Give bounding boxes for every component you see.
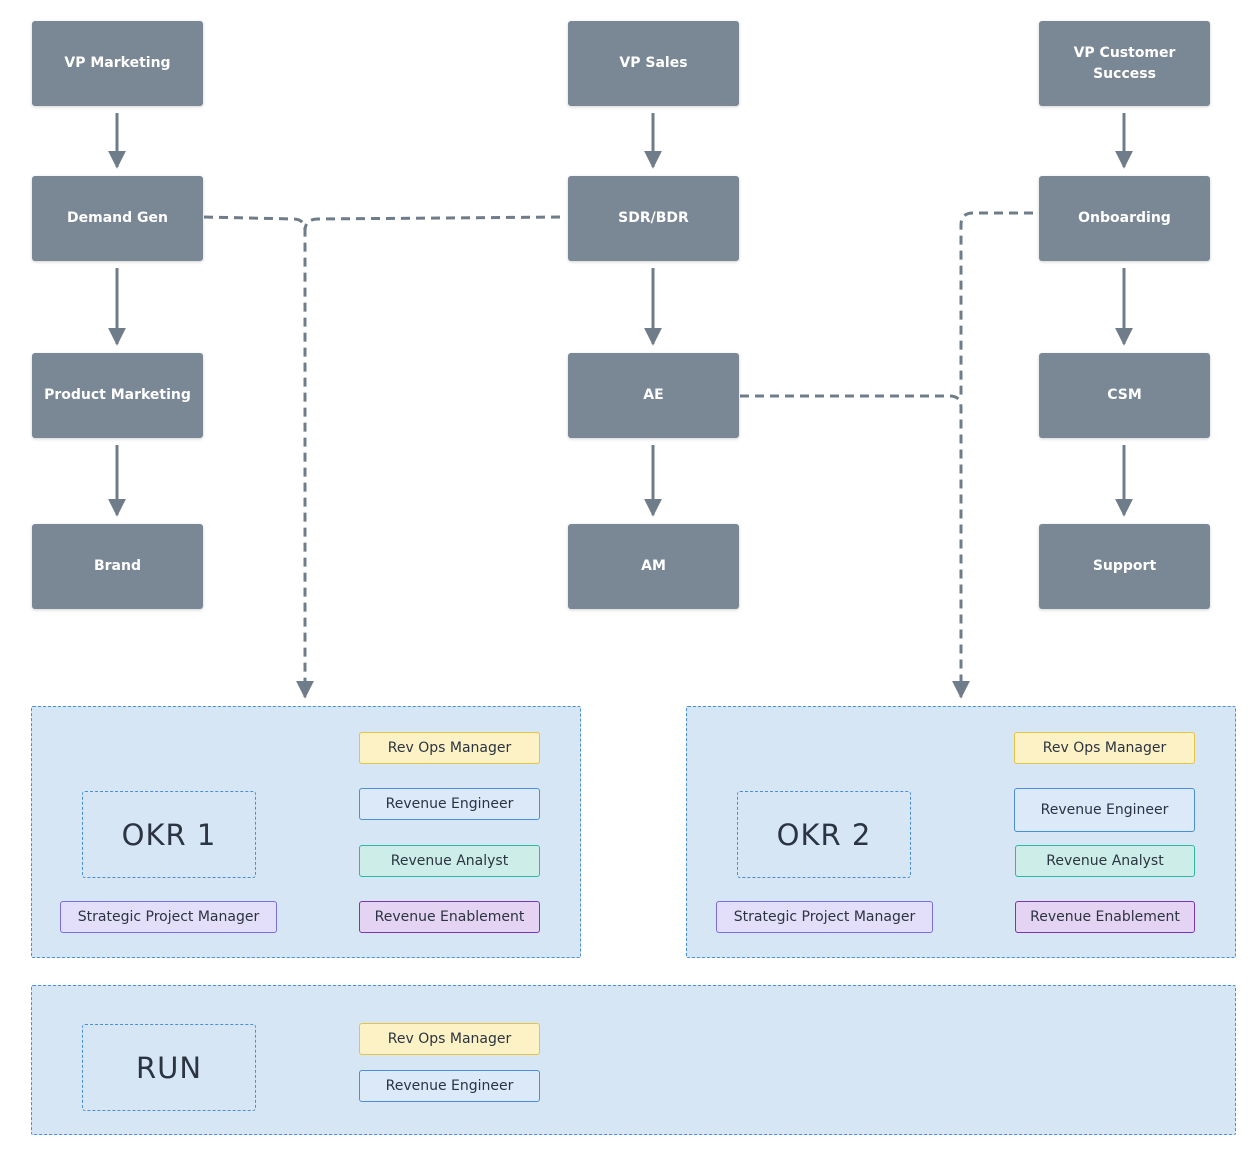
node-vp-customer-success: VP Customer Success <box>1039 21 1210 106</box>
okr2-group: OKR 2 Rev Ops Manager Revenue Engineer R… <box>686 706 1236 958</box>
node-label: Onboarding <box>1078 210 1171 226</box>
run-revenue-engineer: Revenue Engineer <box>359 1070 540 1102</box>
node-label: Brand <box>93 558 141 574</box>
okr2-revenue-analyst: Revenue Analyst <box>1015 845 1195 877</box>
node-label: CSM <box>1107 387 1142 403</box>
node-ae: AE <box>568 353 739 438</box>
node-label: VP Sales <box>619 55 688 71</box>
run-rev-ops-manager: Rev Ops Manager <box>359 1023 540 1055</box>
node-am: AM <box>568 524 739 609</box>
okr1-rev-ops-manager: Rev Ops Manager <box>359 732 540 764</box>
okr1-revenue-enablement: Revenue Enablement <box>359 901 540 933</box>
okr1-revenue-engineer: Revenue Engineer <box>359 788 540 820</box>
okr2-revenue-engineer: Revenue Engineer <box>1014 788 1195 832</box>
node-label: SDR/BDR <box>618 210 689 226</box>
node-csm: CSM <box>1039 353 1210 438</box>
node-product-marketing: Product Marketing <box>32 353 203 438</box>
okr1-strategic-project-manager: Strategic Project Manager <box>60 901 277 933</box>
okr1-group: OKR 1 Rev Ops Manager Revenue Engineer R… <box>31 706 581 958</box>
node-sdr-bdr: SDR/BDR <box>568 176 739 261</box>
okr2-label: OKR 2 <box>737 791 911 878</box>
dashed-link-ae-to-okr2 <box>740 394 970 699</box>
run-group: RUN Rev Ops Manager Revenue Engineer <box>31 985 1236 1135</box>
node-label: Demand Gen <box>67 210 168 226</box>
okr1-label: OKR 1 <box>82 791 256 878</box>
dashed-link-sdr-bdr-to-okr1 <box>303 215 561 232</box>
node-label: VP Marketing <box>64 55 171 71</box>
node-demand-gen: Demand Gen <box>32 176 203 261</box>
okr2-rev-ops-manager: Rev Ops Manager <box>1014 732 1195 764</box>
node-label: AE <box>643 387 664 403</box>
okr1-revenue-analyst: Revenue Analyst <box>359 845 540 877</box>
node-support: Support <box>1039 524 1210 609</box>
node-label: VP Customer Success <box>1073 44 1176 82</box>
okr2-strategic-project-manager: Strategic Project Manager <box>716 901 933 933</box>
dashed-link-demand-gen-to-okr1 <box>203 215 314 699</box>
okr2-revenue-enablement: Revenue Enablement <box>1015 901 1195 933</box>
node-onboarding: Onboarding <box>1039 176 1210 261</box>
node-vp-marketing: VP Marketing <box>32 21 203 106</box>
dashed-link-onboarding-to-okr2 <box>959 211 1033 396</box>
run-label: RUN <box>82 1024 256 1111</box>
node-label: AM <box>641 558 666 574</box>
node-label: Support <box>1092 558 1157 574</box>
node-brand: Brand <box>32 524 203 609</box>
node-vp-sales: VP Sales <box>568 21 739 106</box>
node-label: Product Marketing <box>44 387 191 403</box>
